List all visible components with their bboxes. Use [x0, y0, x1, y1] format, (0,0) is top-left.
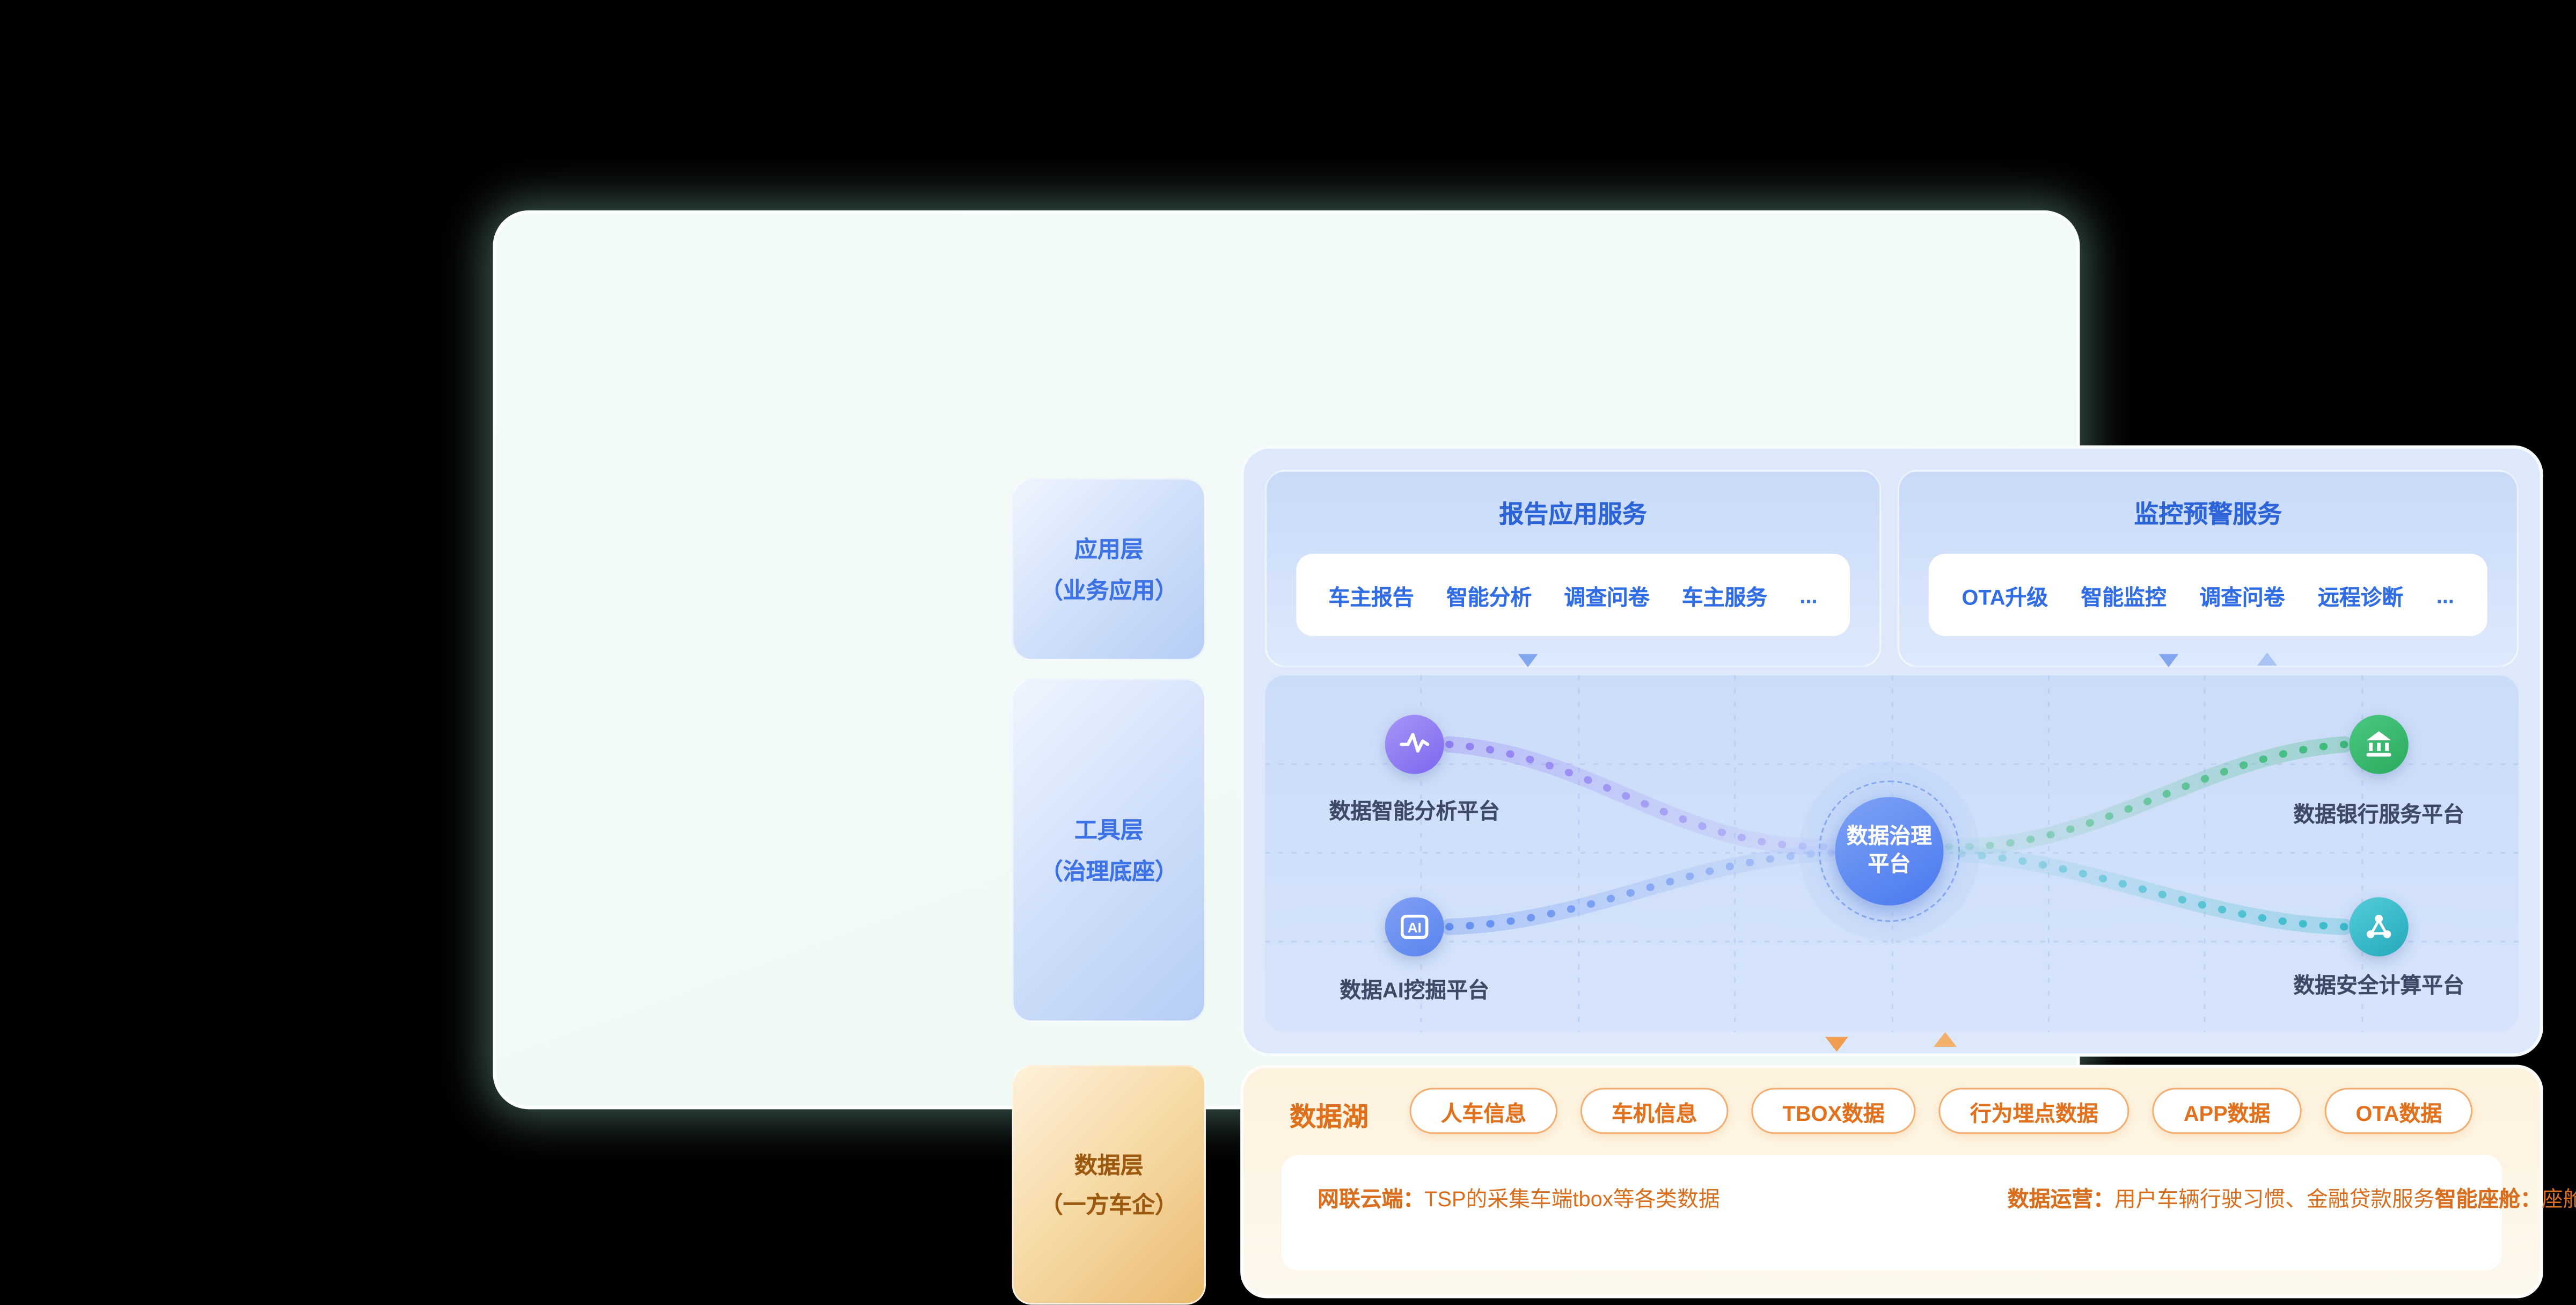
architecture-canvas: 应用层 （业务应用） 工具层 （治理底座） 数据层 （一方车企） 报告应用服务 … [493, 210, 2576, 1305]
governance-tool-zone: 数据智能分析平台 AI 数据AI挖掘平台 数据银行服务平台 [1265, 675, 2519, 1032]
data-lake-title: 数据湖 [1290, 1104, 1369, 1133]
detail-line: 智能座舱： 座舱、埋点、车机 [2435, 1177, 2576, 1216]
node-label-bank: 数据银行服务平台 [2293, 801, 2464, 827]
report-items-bar: 车主报告 智能分析 调查问卷 车主服务 ... [1296, 553, 1850, 636]
detail-text: 座舱、埋点、车机 [2541, 1185, 2576, 1211]
layer-application-title: 应用层 [1074, 535, 1144, 562]
layer-data-title: 数据层 [1074, 1151, 1144, 1178]
report-item: 调查问卷 [1564, 584, 1650, 609]
layer-tool-title: 工具层 [1074, 816, 1144, 843]
monitor-item: 远程诊断 [2318, 584, 2404, 609]
monitor-item: 调查问卷 [2199, 584, 2285, 609]
governance-center-line2: 平台 [1868, 851, 1911, 876]
report-item-more: ... [1799, 582, 1818, 608]
node-label-security: 数据安全计算平台 [2293, 973, 2464, 998]
governance-center-line1: 数据治理 [1846, 823, 1932, 848]
connection-curves [1265, 675, 2519, 1032]
pulse-chart-icon [1385, 715, 1444, 774]
detail-text: TSP的采集车端tbox等各类数据 [1424, 1185, 1720, 1211]
detail-label: 智能座舱： [2434, 1185, 2542, 1211]
report-item: 智能分析 [1446, 584, 1532, 609]
data-lake-tag: OTA数据 [2324, 1088, 2473, 1134]
monitor-panel-title: 监控预警服务 [2134, 501, 2282, 529]
down-arrow-icon [2158, 654, 2179, 667]
layer-application-subtitle: （业务应用） [1040, 575, 1178, 602]
bank-icon [2349, 715, 2409, 774]
detail-line: 网联云端： TSP的采集车端tbox等各类数据 [1318, 1177, 2008, 1216]
node-label-ai-mining: 数据AI挖掘平台 [1340, 978, 1489, 1003]
detail-label: 数据运营： [2007, 1185, 2114, 1211]
data-lake-tag: 行为埋点数据 [1938, 1088, 2129, 1134]
detail-text: 用户车辆行驶习惯、金融贷款服务 [2114, 1185, 2435, 1211]
detail-line: 数据运营： 用户车辆行驶习惯、金融贷款服务 [2008, 1177, 2435, 1216]
monitor-services-panel: 监控预警服务 OTA升级 智能监控 调查问卷 远程诊断 ... [1897, 470, 2519, 667]
governance-center-dashed-ring [1818, 781, 1960, 922]
monitor-item-more: ... [2436, 582, 2454, 608]
data-lake-detail-box: 网联云端： TSP的采集车端tbox等各类数据 数据运营： 用户车辆行驶习惯、金… [1281, 1155, 2576, 1271]
layer-data-subtitle: （一方车企） [1040, 1191, 1178, 1218]
layer-application: 应用层 （业务应用） [1012, 478, 1206, 661]
data-lake-tag: TBOX数据 [1751, 1088, 1916, 1134]
governance-center-node: 数据治理 平台 [1835, 797, 1944, 906]
layer-tool-subtitle: （治理底座） [1040, 857, 1178, 884]
report-services-panel: 报告应用服务 车主报告 智能分析 调查问卷 车主服务 ... [1265, 470, 1882, 667]
down-arrow-icon [1825, 1037, 1848, 1052]
svg-text:AI: AI [1408, 920, 1422, 936]
data-lake-tag: 车机信息 [1580, 1088, 1729, 1134]
data-lake-tags: 人车信息 车机信息 TBOX数据 行为埋点数据 APP数据 OTA数据 [1409, 1088, 2473, 1134]
monitor-item: OTA升级 [1962, 584, 2048, 609]
network-icon [2349, 897, 2409, 957]
node-label-analysis: 数据智能分析平台 [1329, 798, 1500, 823]
data-lake-tag: APP数据 [2152, 1088, 2302, 1134]
data-lake-panel: 数据湖 人车信息 车机信息 TBOX数据 行为埋点数据 APP数据 OTA数据 … [1240, 1065, 2576, 1299]
report-item: 车主报告 [1328, 584, 1414, 609]
down-arrow-icon [1518, 654, 1538, 667]
report-panel-title: 报告应用服务 [1499, 501, 1647, 529]
layer-tool: 工具层 （治理底座） [1012, 679, 1206, 1023]
monitor-items-bar: OTA升级 智能监控 调查问卷 远程诊断 ... [1928, 553, 2487, 636]
data-lake-tag: 人车信息 [1409, 1088, 1558, 1134]
services-section: 报告应用服务 车主报告 智能分析 调查问卷 车主服务 ... 监控预警服务 OT… [1240, 445, 2543, 1057]
ai-icon: AI [1385, 897, 1444, 957]
monitor-item: 智能监控 [2081, 584, 2167, 609]
up-arrow-icon [2257, 652, 2277, 666]
up-arrow-icon [1934, 1032, 1957, 1047]
report-item: 车主服务 [1681, 584, 1768, 609]
layer-data: 数据层 （一方车企） [1012, 1065, 1206, 1305]
detail-label: 网联云端： [1318, 1185, 1425, 1211]
